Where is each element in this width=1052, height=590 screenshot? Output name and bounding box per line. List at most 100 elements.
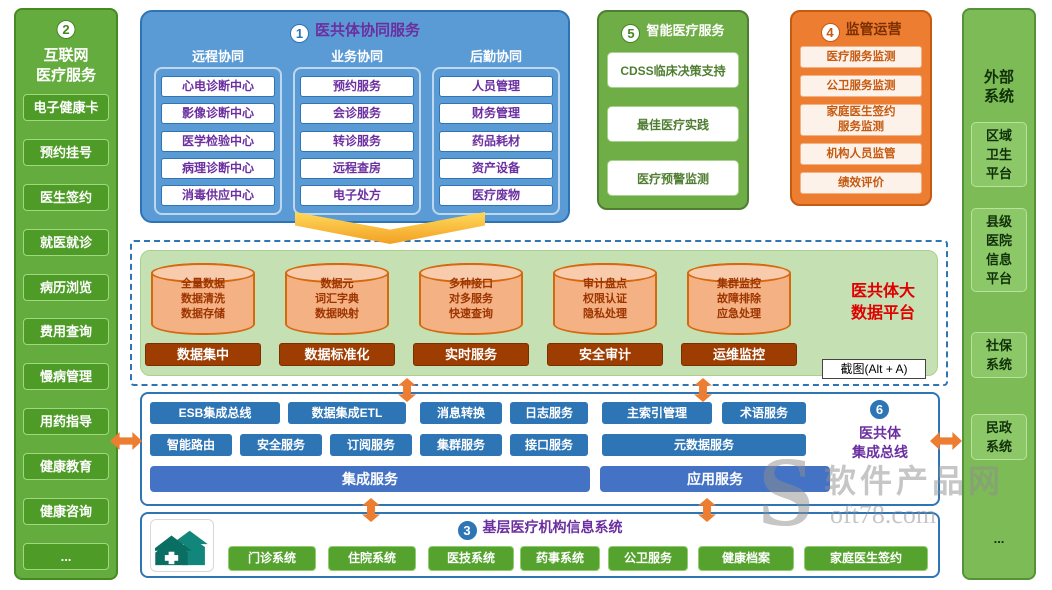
remote-collab-header: 远程协同 [191, 49, 244, 64]
collab-item: 病理诊断中心 [161, 157, 275, 179]
bus-service: 元数据服务 [602, 434, 806, 456]
bigdata-capability-label: 数据标准化 [279, 343, 395, 366]
service-item: 用药指导 [23, 408, 109, 436]
collab-item: 心电诊断中心 [161, 76, 275, 97]
bigdata-platform-boundary: 医共体大 数据平台 全量数据 数据清洗 数据存储 数据元 词汇字典 数据映射 多… [130, 240, 948, 386]
cylinder-text: 数据元 词汇字典 数据映射 [315, 278, 359, 320]
bus-service: 数据集成ETL [288, 402, 406, 424]
grassroots-system: 住院系统 [328, 546, 416, 571]
grassroots-system: 医技系统 [428, 546, 514, 571]
cylinder-text: 多种接口 对多服务 快速查询 [449, 278, 493, 320]
badge-5-icon: 5 [621, 24, 641, 43]
integration-bus-panel: ESB集成总线 数据集成ETL 消息转换 日志服务 主索引管理 术语服务 智能路… [140, 392, 940, 506]
service-item: 医生签约 [23, 183, 109, 211]
external-systems-panel: 外部 系统 区域 卫生 平台 县级 医院 信息 平台 社保 系统 民政 系统 .… [962, 8, 1036, 580]
collab-item: 转诊服务 [300, 130, 414, 152]
double-arrow-vertical-icon [362, 498, 380, 522]
bus-service: 术语服务 [722, 402, 806, 424]
bus-service: 安全服务 [240, 434, 322, 456]
data-cylinder-icon: 全量数据 数据清洗 数据存储 [151, 263, 255, 335]
bus-service: 集群服务 [420, 434, 502, 456]
supervision-item: 公卫服务监测 [800, 75, 922, 98]
collab-item: 消毒供应中心 [161, 185, 275, 206]
service-item: 健康教育 [23, 453, 109, 481]
collaborative-services-panel: 1 医共体协同服务 远程协同 业务协同 后勤协同 心电诊断中心 影像诊断中心 医学… [140, 10, 570, 223]
double-arrow-vertical-icon [694, 378, 712, 402]
double-arrow-horizontal-icon [110, 432, 142, 450]
collab-title-text: 医共体协同服务 [314, 22, 420, 39]
external-system-item: 区域 卫生 平台 [971, 122, 1027, 187]
logistics-collab-header: 后勤协同 [469, 49, 522, 64]
service-item: 慢病管理 [23, 363, 109, 391]
service-item: 就医就诊 [23, 228, 109, 256]
collab-item: 资产设备 [439, 157, 553, 179]
bigdata-capability-label: 数据集中 [145, 343, 261, 366]
badge-6-icon: 6 [870, 400, 889, 419]
bus-service: 主索引管理 [602, 402, 712, 424]
double-arrow-vertical-icon [698, 498, 716, 522]
double-arrow-horizontal-icon [930, 432, 962, 450]
bus-service: 日志服务 [510, 402, 588, 424]
external-system-item: 民政 系统 [971, 414, 1027, 460]
cylinder-text: 全量数据 数据清洗 数据存储 [181, 278, 225, 320]
screenshot-hint-tooltip: 截图(Alt + A) [822, 359, 926, 379]
collab-item: 医学检验中心 [161, 130, 275, 152]
integration-bus-title: 医共体 集成总线 [852, 425, 908, 460]
bigdata-platform-title: 医共体大 数据平台 [850, 283, 915, 322]
smart-item: CDSS临床决策支持 [607, 52, 739, 88]
grassroots-system: 门诊系统 [228, 546, 316, 571]
collab-item: 药品耗材 [439, 130, 553, 152]
bus-service: 智能路由 [150, 434, 232, 456]
collab-item: 影像诊断中心 [161, 103, 275, 125]
grassroots-system: 公卫服务 [608, 546, 688, 571]
collab-item: 电子处方 [300, 185, 414, 206]
bigdata-capability-label: 安全审计 [547, 343, 663, 366]
supervision-item: 家庭医生签约 服务监测 [800, 104, 922, 136]
supervision-item: 医疗服务监测 [800, 46, 922, 68]
bus-service: ESB集成总线 [150, 402, 280, 424]
badge-1-icon: 1 [289, 24, 309, 43]
grassroots-system: 健康档案 [698, 546, 794, 571]
service-item: 电子健康卡 [23, 94, 109, 121]
collab-item: 远程查房 [300, 157, 414, 179]
application-service-bar: 应用服务 [600, 466, 830, 492]
double-arrow-vertical-icon [398, 378, 416, 402]
collaborative-services-title: 1 医共体协同服务 [142, 19, 568, 43]
bigdata-platform-panel: 医共体大 数据平台 全量数据 数据清洗 数据存储 数据元 词汇字典 数据映射 多… [140, 250, 938, 376]
smart-title-text: 智能医疗服务 [646, 23, 725, 38]
cylinder-text: 集群监控 故障排除 应急处理 [717, 278, 761, 320]
cylinder-text: 审计盘点 权限认证 隐私处理 [583, 278, 627, 320]
service-item: 病历浏览 [23, 273, 109, 301]
internet-medical-title: 互联网 医疗服务 [35, 47, 96, 84]
smart-medical-title: 5 智能医疗服务 [599, 20, 747, 43]
business-collab-group: 预约服务 会诊服务 转诊服务 远程查房 电子处方 [293, 67, 421, 215]
logistics-collab-group: 人员管理 财务管理 药品耗材 资产设备 医疗废物 [432, 67, 560, 215]
collab-item: 人员管理 [439, 76, 553, 97]
supervision-item: 机构人员监管 [800, 142, 922, 165]
badge-4-icon: 4 [820, 23, 840, 42]
remote-collab-group: 心电诊断中心 影像诊断中心 医学检验中心 病理诊断中心 消毒供应中心 [154, 67, 282, 215]
collab-item: 财务管理 [439, 103, 553, 125]
grassroots-system: 家庭医生签约 [804, 546, 928, 571]
supervision-item: 绩效评价 [800, 172, 922, 194]
smart-medical-items: CDSS临床决策支持 最佳医疗实践 医疗预警监测 [607, 52, 739, 196]
service-item: 健康咨询 [23, 498, 109, 526]
bigdata-capability-label: 实时服务 [413, 343, 529, 366]
data-cylinder-icon: 数据元 词汇字典 数据映射 [285, 263, 389, 335]
service-item: 预约挂号 [23, 138, 109, 166]
integration-service-bar: 集成服务 [150, 466, 590, 492]
internet-medical-items: 电子健康卡 预约挂号 医生签约 就医就诊 病历浏览 费用查询 慢病管理 用药指导… [23, 94, 109, 570]
smart-item: 最佳医疗实践 [607, 106, 739, 142]
collab-item: 预约服务 [300, 76, 414, 97]
data-cylinder-icon: 集群监控 故障排除 应急处理 [687, 263, 791, 335]
bus-service: 消息转换 [420, 402, 502, 424]
grassroots-system: 药事系统 [520, 546, 600, 571]
business-collab-header: 业务协同 [330, 49, 383, 64]
grassroots-title-text: 基层医疗机构信息系统 [482, 519, 623, 535]
external-systems-title: 外部 系统 [983, 69, 1014, 105]
